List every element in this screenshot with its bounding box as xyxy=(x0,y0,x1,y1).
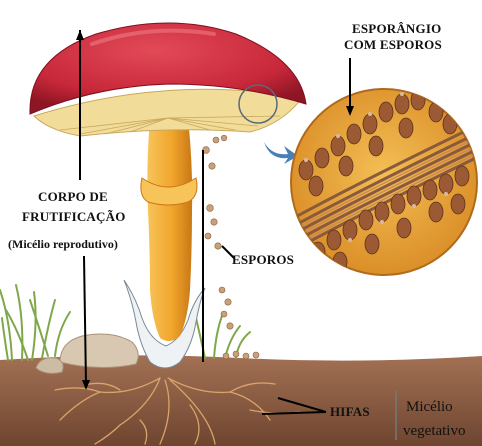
label-fruiting-line2: FRUTIFICAÇÃO xyxy=(22,210,126,223)
label-vegetative-line1: Micélio xyxy=(406,400,453,415)
label-spores: ESPOROS xyxy=(232,253,294,266)
label-fruiting-line1: CORPO DE xyxy=(38,190,108,203)
rock xyxy=(60,334,138,368)
grass xyxy=(0,285,70,360)
label-sporangium-line2: COM ESPOROS xyxy=(344,38,442,51)
falling-spores xyxy=(203,135,259,359)
label-vegetative-line2: vegetativo xyxy=(403,424,465,439)
label-hyphae: HIFAS xyxy=(330,405,370,418)
label-fruiting-note: (Micélio reprodutivo) xyxy=(8,238,118,250)
label-sporangium-line1: ESPORÂNGIO xyxy=(352,22,441,35)
stem xyxy=(147,118,192,341)
